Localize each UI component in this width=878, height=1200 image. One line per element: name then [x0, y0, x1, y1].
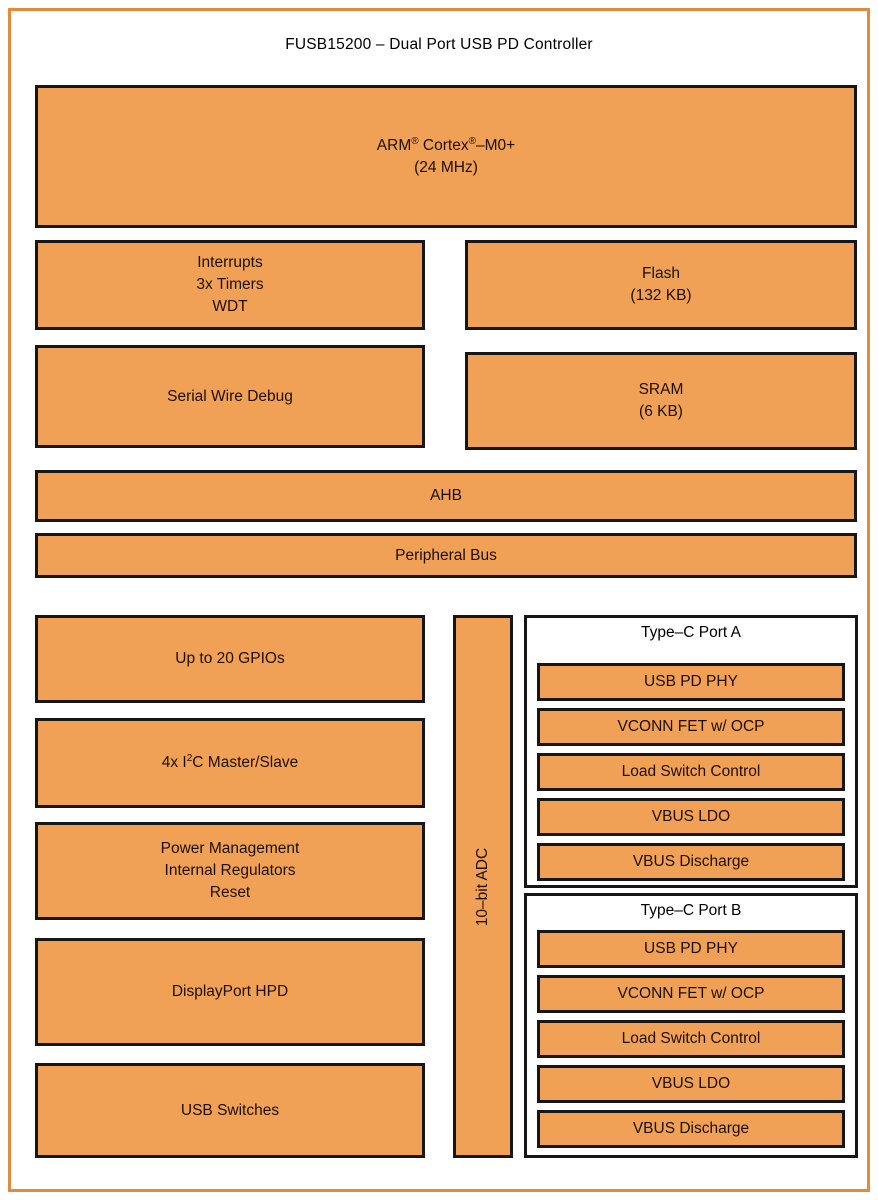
block-usb-switches: USB Switches: [35, 1063, 425, 1158]
block-power-management: Power Management Internal Regulators Res…: [35, 822, 425, 920]
block-label: Power Management: [160, 840, 300, 857]
block-label-vertical: 10–bit ADC: [474, 847, 492, 926]
block-peripheral-bus: Peripheral Bus: [35, 533, 857, 578]
block-arm-cortex: ARM® Cortex®–M0+ (24 MHz): [35, 85, 857, 228]
registered-mark: ®: [411, 135, 419, 147]
block-10bit-adc: 10–bit ADC: [453, 615, 513, 1158]
block-label: USB Switches: [180, 1101, 280, 1119]
block-i2c-master-slave: 4x I2C Master/Slave: [35, 718, 425, 808]
block-vbus-discharge: VBUS Discharge: [537, 843, 845, 881]
block-label: (6 KB): [639, 403, 683, 420]
port-block-list: USB PD PHY VCONN FET w/ OCP Load Switch …: [537, 930, 845, 1148]
group-type-c-port-b: Type–C Port B USB PD PHY VCONN FET w/ OC…: [524, 893, 858, 1158]
block-label: DisplayPort HPD: [171, 983, 289, 1000]
block-label: Flash: [642, 265, 680, 282]
block-label: 4x I2C Master/Slave: [161, 752, 299, 771]
block-flash: Flash (132 KB): [465, 240, 857, 330]
block-label: VBUS LDO: [651, 808, 731, 825]
block-displayport-hpd: DisplayPort HPD: [35, 938, 425, 1046]
port-title: Type–C Port B: [640, 902, 742, 919]
port-title: Type–C Port A: [641, 624, 741, 641]
block-label: Load Switch Control: [621, 763, 761, 780]
superscript-two: 2: [186, 752, 193, 764]
block-gpios: Up to 20 GPIOs: [35, 615, 425, 703]
block-label: Peripheral Bus: [395, 546, 497, 564]
block-vbus-ldo: VBUS LDO: [537, 798, 845, 836]
block-label: AHB: [430, 487, 462, 504]
block-vbus-ldo: VBUS LDO: [537, 1065, 845, 1103]
port-block-list: USB PD PHY VCONN FET w/ OCP Load Switch …: [537, 663, 845, 881]
block-label: SRAM: [638, 381, 684, 398]
block-label: Load Switch Control: [621, 1030, 761, 1047]
block-label: Internal Regulators: [164, 862, 296, 879]
block-label: ARM® Cortex®–M0+: [376, 135, 516, 154]
registered-mark: ®: [468, 135, 476, 147]
block-interrupts-timers-wdt: Interrupts 3x Timers WDT: [35, 240, 425, 330]
block-load-switch-control: Load Switch Control: [537, 753, 845, 791]
block-label: USB PD PHY: [644, 940, 738, 957]
block-label: Up to 20 GPIOs: [175, 650, 285, 667]
block-vconn-fet-ocp: VCONN FET w/ OCP: [537, 975, 845, 1013]
block-vbus-discharge: VBUS Discharge: [537, 1110, 845, 1148]
block-label: (132 KB): [630, 287, 692, 304]
block-label: Serial Wire Debug: [167, 387, 293, 405]
block-label: VBUS LDO: [651, 1075, 731, 1092]
block-label: WDT: [212, 298, 248, 315]
block-vconn-fet-ocp: VCONN FET w/ OCP: [537, 708, 845, 746]
block-label: VBUS Discharge: [632, 1120, 750, 1137]
block-label: Reset: [209, 884, 251, 901]
block-label: VBUS Discharge: [632, 853, 750, 870]
block-label: 3x Timers: [196, 276, 264, 293]
block-label: USB PD PHY: [644, 673, 738, 690]
diagram-title: FUSB15200 – Dual Port USB PD Controller: [285, 36, 593, 53]
block-label: Interrupts: [197, 254, 263, 271]
block-ahb: AHB: [35, 470, 857, 522]
block-load-switch-control: Load Switch Control: [537, 1020, 845, 1058]
block-label: (24 MHz): [414, 158, 478, 176]
block-label: VCONN FET w/ OCP: [617, 985, 765, 1002]
block-sram: SRAM (6 KB): [465, 352, 857, 450]
block-label: VCONN FET w/ OCP: [617, 718, 765, 735]
block-usb-pd-phy: USB PD PHY: [537, 930, 845, 968]
group-type-c-port-a: Type–C Port A USB PD PHY VCONN FET w/ OC…: [524, 615, 858, 888]
block-usb-pd-phy: USB PD PHY: [537, 663, 845, 701]
block-serial-wire-debug: Serial Wire Debug: [35, 345, 425, 448]
